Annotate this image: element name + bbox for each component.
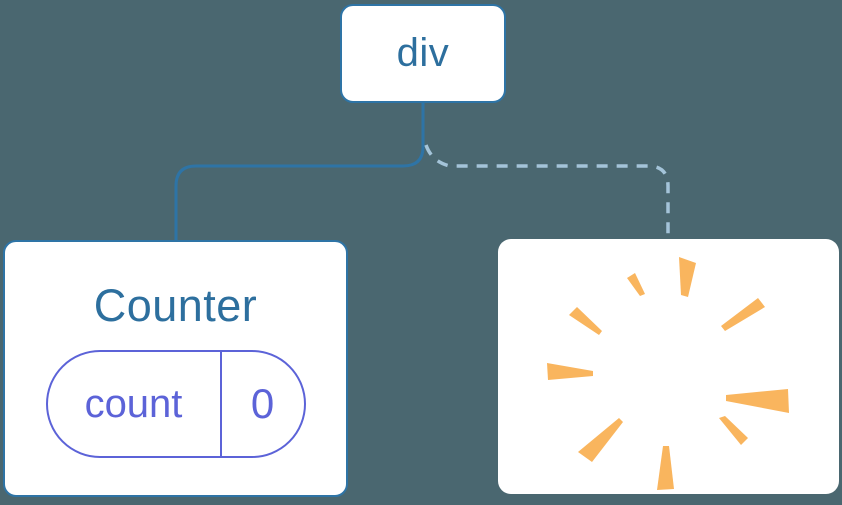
state-key-label: count [84, 381, 183, 426]
counter-title: Counter [93, 280, 258, 331]
poof-ray [679, 257, 696, 297]
pill-divider [219, 352, 222, 456]
connector-dashed-removed [424, 144, 670, 240]
removed-component-card [498, 239, 839, 494]
poof-ray [569, 307, 602, 335]
poof-ray [721, 298, 765, 331]
state-pill: count 0 [45, 350, 306, 458]
root-node-div: div [340, 4, 506, 103]
poof-ray [627, 273, 645, 296]
poof-ray [719, 416, 748, 445]
state-value-label: 0 [250, 380, 275, 427]
connector-solid-kept [174, 103, 425, 241]
poof-ray [726, 389, 789, 413]
counter-component-card: Counter count 0 [3, 240, 348, 497]
root-node-label: div [396, 31, 450, 75]
poof-ray [578, 418, 623, 462]
poof-ray [547, 363, 593, 380]
poof-icon [547, 257, 789, 490]
poof-ray [657, 446, 674, 490]
